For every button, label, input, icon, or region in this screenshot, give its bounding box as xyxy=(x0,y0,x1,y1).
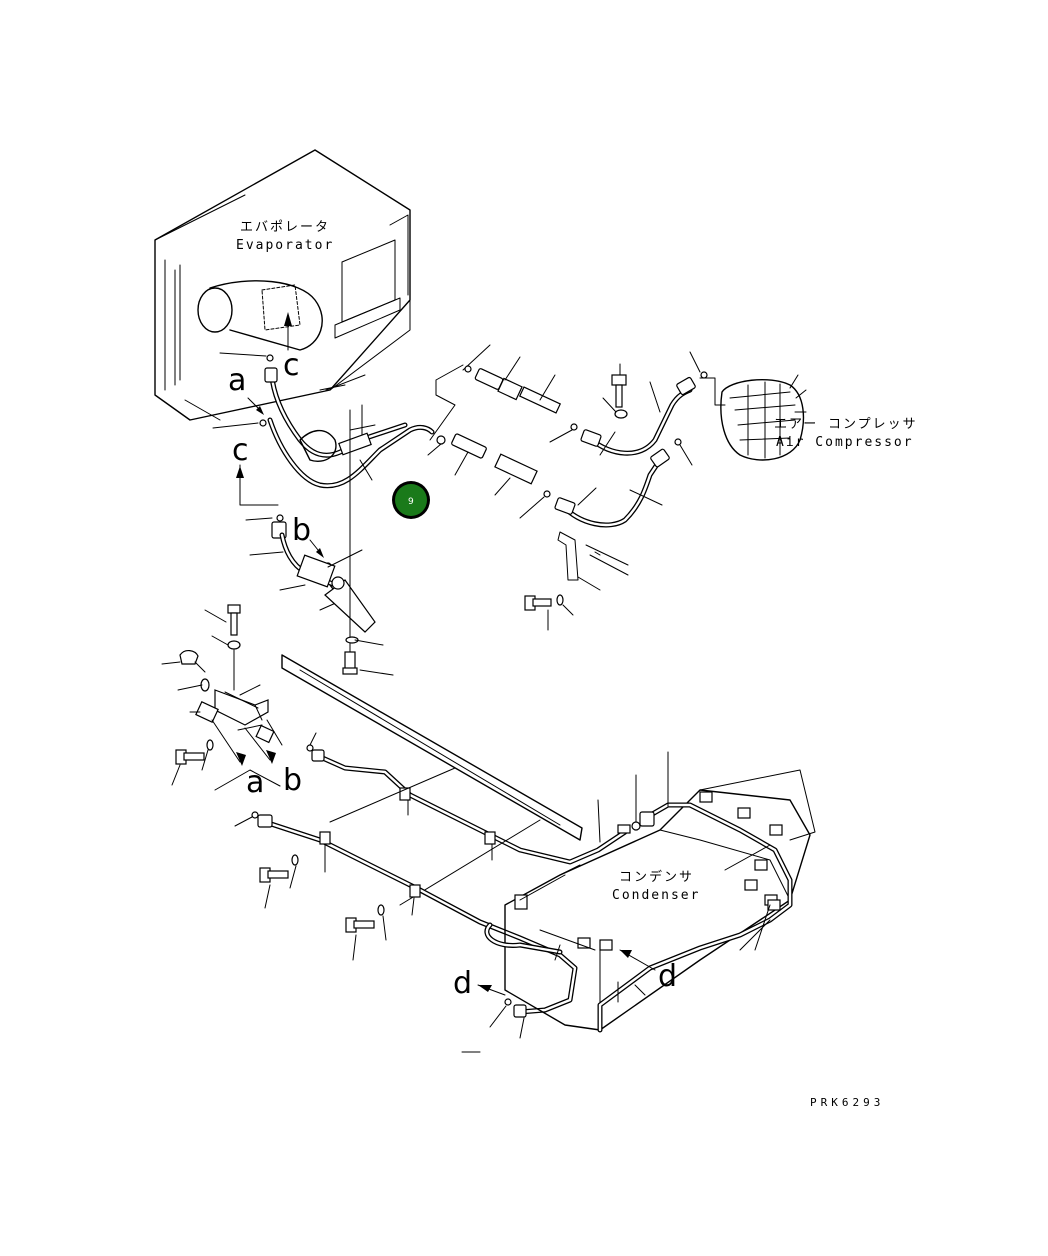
air-compressor: エアー コンプレッサ Air Compressor xyxy=(720,374,918,461)
compressor-hoses xyxy=(554,351,726,528)
evaporator-hoses xyxy=(264,367,435,489)
view-letter-a-top: a xyxy=(228,363,246,398)
view-arrows-condenser xyxy=(461,949,656,1053)
view-letter-b-bottom: b xyxy=(283,763,302,798)
drawing-code: PRK6293 xyxy=(810,1096,884,1109)
view-letter-a-bottom: a xyxy=(246,765,264,800)
condenser-unit: コンデンサ Condenser xyxy=(484,751,816,1033)
marker-fill[interactable] xyxy=(395,484,427,516)
evaporator-unit: エバポレータ Evaporator xyxy=(154,149,411,421)
view-arrows-evaporator xyxy=(236,312,324,558)
condenser-label-en: Condenser xyxy=(612,888,700,903)
upper-fittings xyxy=(427,344,628,519)
bracket-right-mid xyxy=(524,531,629,631)
evaporator-label-jp: エバポレータ xyxy=(240,220,330,235)
view-letter-b-top: b xyxy=(292,513,311,548)
compressor-label-jp: エアー コンプレッサ xyxy=(774,417,918,432)
condenser-label-jp: コンデンサ xyxy=(619,869,694,885)
view-letter-c-side: c xyxy=(232,433,249,468)
marker-label: 9 xyxy=(408,497,414,507)
view-letter-c-top: c xyxy=(283,348,300,383)
hose-fitting-assembly xyxy=(271,409,394,676)
lower-pipes xyxy=(234,732,628,1039)
view-letter-d-right: d xyxy=(658,959,677,994)
view-letter-d-left: d xyxy=(453,966,472,1001)
evaporator-label-en: Evaporator xyxy=(236,238,334,253)
long-rail xyxy=(281,654,583,841)
compressor-label-en: Air Compressor xyxy=(776,435,914,450)
callout-marker[interactable]: 9 xyxy=(392,481,430,519)
left-bracket-assembly xyxy=(161,604,283,791)
